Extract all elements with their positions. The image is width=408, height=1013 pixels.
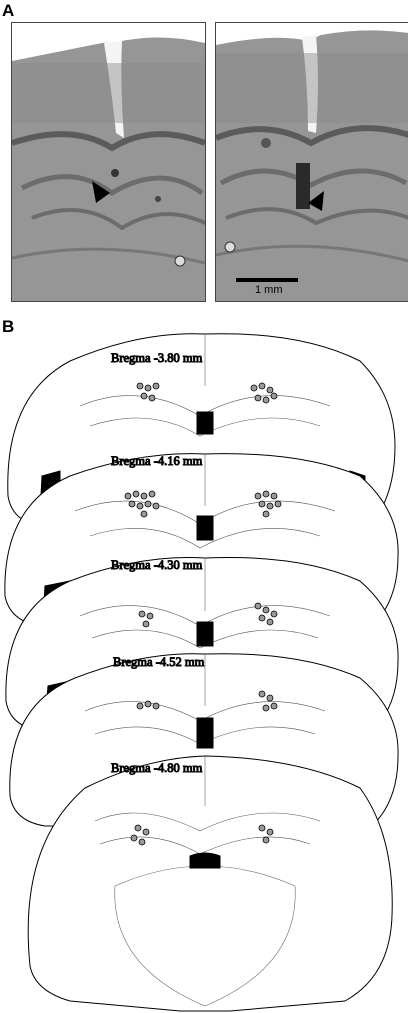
panel-b-letter: B xyxy=(2,317,15,336)
histology-photo-left xyxy=(11,22,206,302)
bregma-label-4: Bregma -4.52 mm xyxy=(113,655,205,669)
histology-photo-right xyxy=(215,22,408,302)
scale-bar-label: 1 mm xyxy=(255,284,283,296)
bregma-label-2: Bregma -4.16 mm xyxy=(111,454,203,468)
panel-a-letter: A xyxy=(2,1,15,20)
bregma-label-5: Bregma -4.80 mm xyxy=(111,761,203,775)
bregma-label-1: Bregma -3.80 mm xyxy=(111,351,203,365)
bregma-label-3: Bregma -4.30 mm xyxy=(111,558,203,572)
atlas-sections-figure: Bregma -3.80 mm Bregma -4.16 mm Bregma -… xyxy=(4,333,399,1012)
atlas-section-5: Bregma -4.80 mm xyxy=(27,755,393,1012)
